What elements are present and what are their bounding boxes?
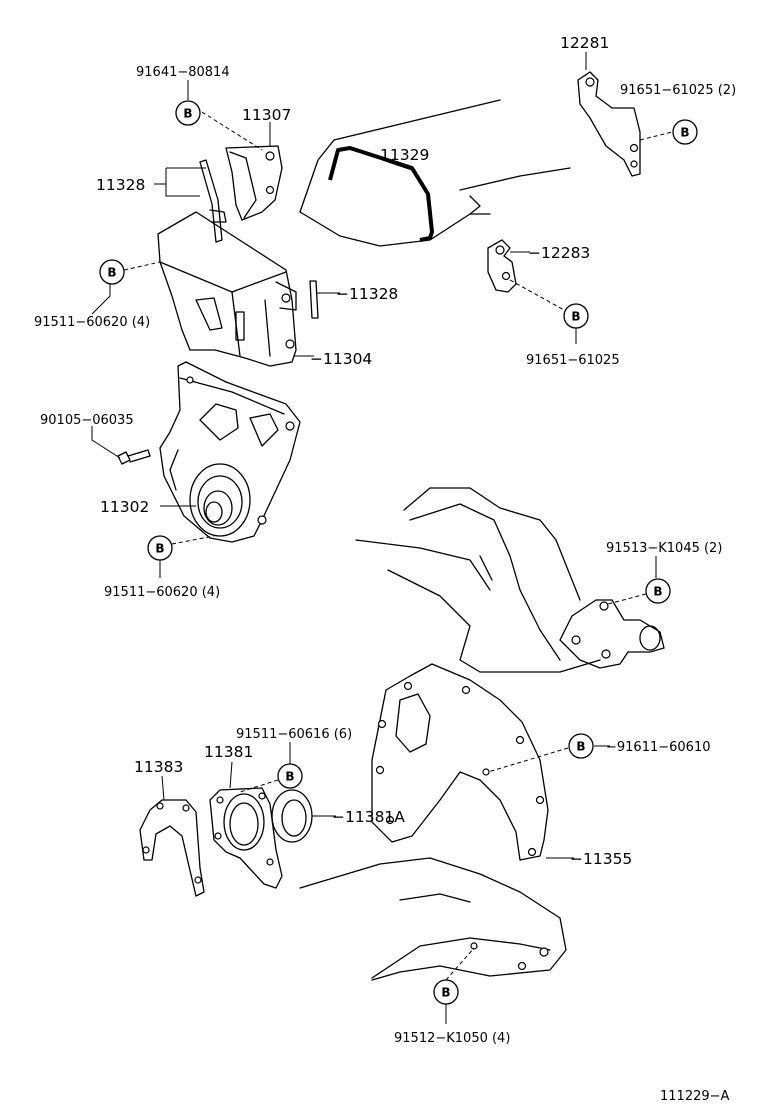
part-12281-bracket xyxy=(577,71,641,177)
label-11355: −11355 xyxy=(570,850,632,868)
svg-text:B: B xyxy=(285,770,294,784)
figure-id: 111229−A xyxy=(660,1089,730,1104)
svg-text:B: B xyxy=(183,107,192,121)
label-12281: 12281 xyxy=(560,34,609,52)
oil-pan-outline xyxy=(299,857,567,981)
bolt-marker-b-icon: B xyxy=(147,535,173,561)
svg-text:B: B xyxy=(680,126,689,140)
label-11307: 11307 xyxy=(242,106,291,124)
part-11304-upper-cover xyxy=(157,211,297,367)
part-11329-head-gasket-area xyxy=(299,99,571,247)
label-91651-61025-2: 91651−61025 (2) xyxy=(620,83,736,98)
svg-text:B: B xyxy=(571,310,580,324)
engine-block-outline xyxy=(355,487,601,673)
part-12283-bracket xyxy=(487,239,517,293)
part-11307-bracket xyxy=(225,145,283,221)
bolt-marker-b-icon: B xyxy=(645,578,671,604)
bolt-marker-b-icon: B xyxy=(568,733,594,759)
label-11381: 11381 xyxy=(204,743,253,761)
label-91651-61025: 91651−61025 xyxy=(526,353,620,368)
part-90105-06035-bolt xyxy=(117,449,151,465)
label-11383: 11383 xyxy=(134,758,183,776)
label-11329: 11329 xyxy=(380,146,429,164)
bolt-marker-b-icon: B xyxy=(563,303,589,329)
part-11381A-oil-seal xyxy=(271,789,313,843)
label-91641-80814: 91641−80814 xyxy=(136,65,230,80)
part-11302-lower-cover xyxy=(159,361,301,543)
label-12283: −12283 xyxy=(528,244,590,262)
part-11328-seal-left xyxy=(199,159,227,243)
label-11302: 11302 xyxy=(100,498,149,516)
label-91511-60620-mid: 91511−60620 (4) xyxy=(104,585,220,600)
svg-text:B: B xyxy=(653,585,662,599)
label-91611-60610: −91611−60610 xyxy=(606,740,711,755)
part-11383-gasket xyxy=(139,799,205,897)
label-11328-left: 11328 xyxy=(96,176,145,194)
bolt-marker-b-icon: B xyxy=(672,119,698,145)
part-11328-seal-right xyxy=(309,280,319,319)
part-91513-bracket xyxy=(559,599,665,669)
leader-lines xyxy=(91,52,673,1024)
label-91511-60616-6: 91511−60616 (6) xyxy=(236,727,352,742)
bolt-marker-b-icon: B xyxy=(99,259,125,285)
label-11304: −11304 xyxy=(310,350,372,368)
label-91512-K1050-4: 91512−K1050 (4) xyxy=(394,1031,510,1046)
label-90105-06035: 90105−06035 xyxy=(40,413,134,428)
bolt-marker-b-icon: B xyxy=(277,763,303,789)
label-91511-60620-top: 91511−60620 (4) xyxy=(34,315,150,330)
part-11355-end-plate xyxy=(371,663,549,861)
label-11381A: −11381A xyxy=(332,808,405,826)
part-11381-retainer xyxy=(209,787,283,889)
svg-text:B: B xyxy=(107,266,116,280)
svg-text:B: B xyxy=(441,986,450,1000)
svg-text:B: B xyxy=(155,542,164,556)
bolt-marker-b-icon: B xyxy=(175,100,201,126)
label-11328-right: −11328 xyxy=(336,285,398,303)
label-91513-K1045-2: 91513−K1045 (2) xyxy=(606,541,722,556)
bolt-marker-b-icon: B xyxy=(433,979,459,1005)
svg-text:B: B xyxy=(576,740,585,754)
